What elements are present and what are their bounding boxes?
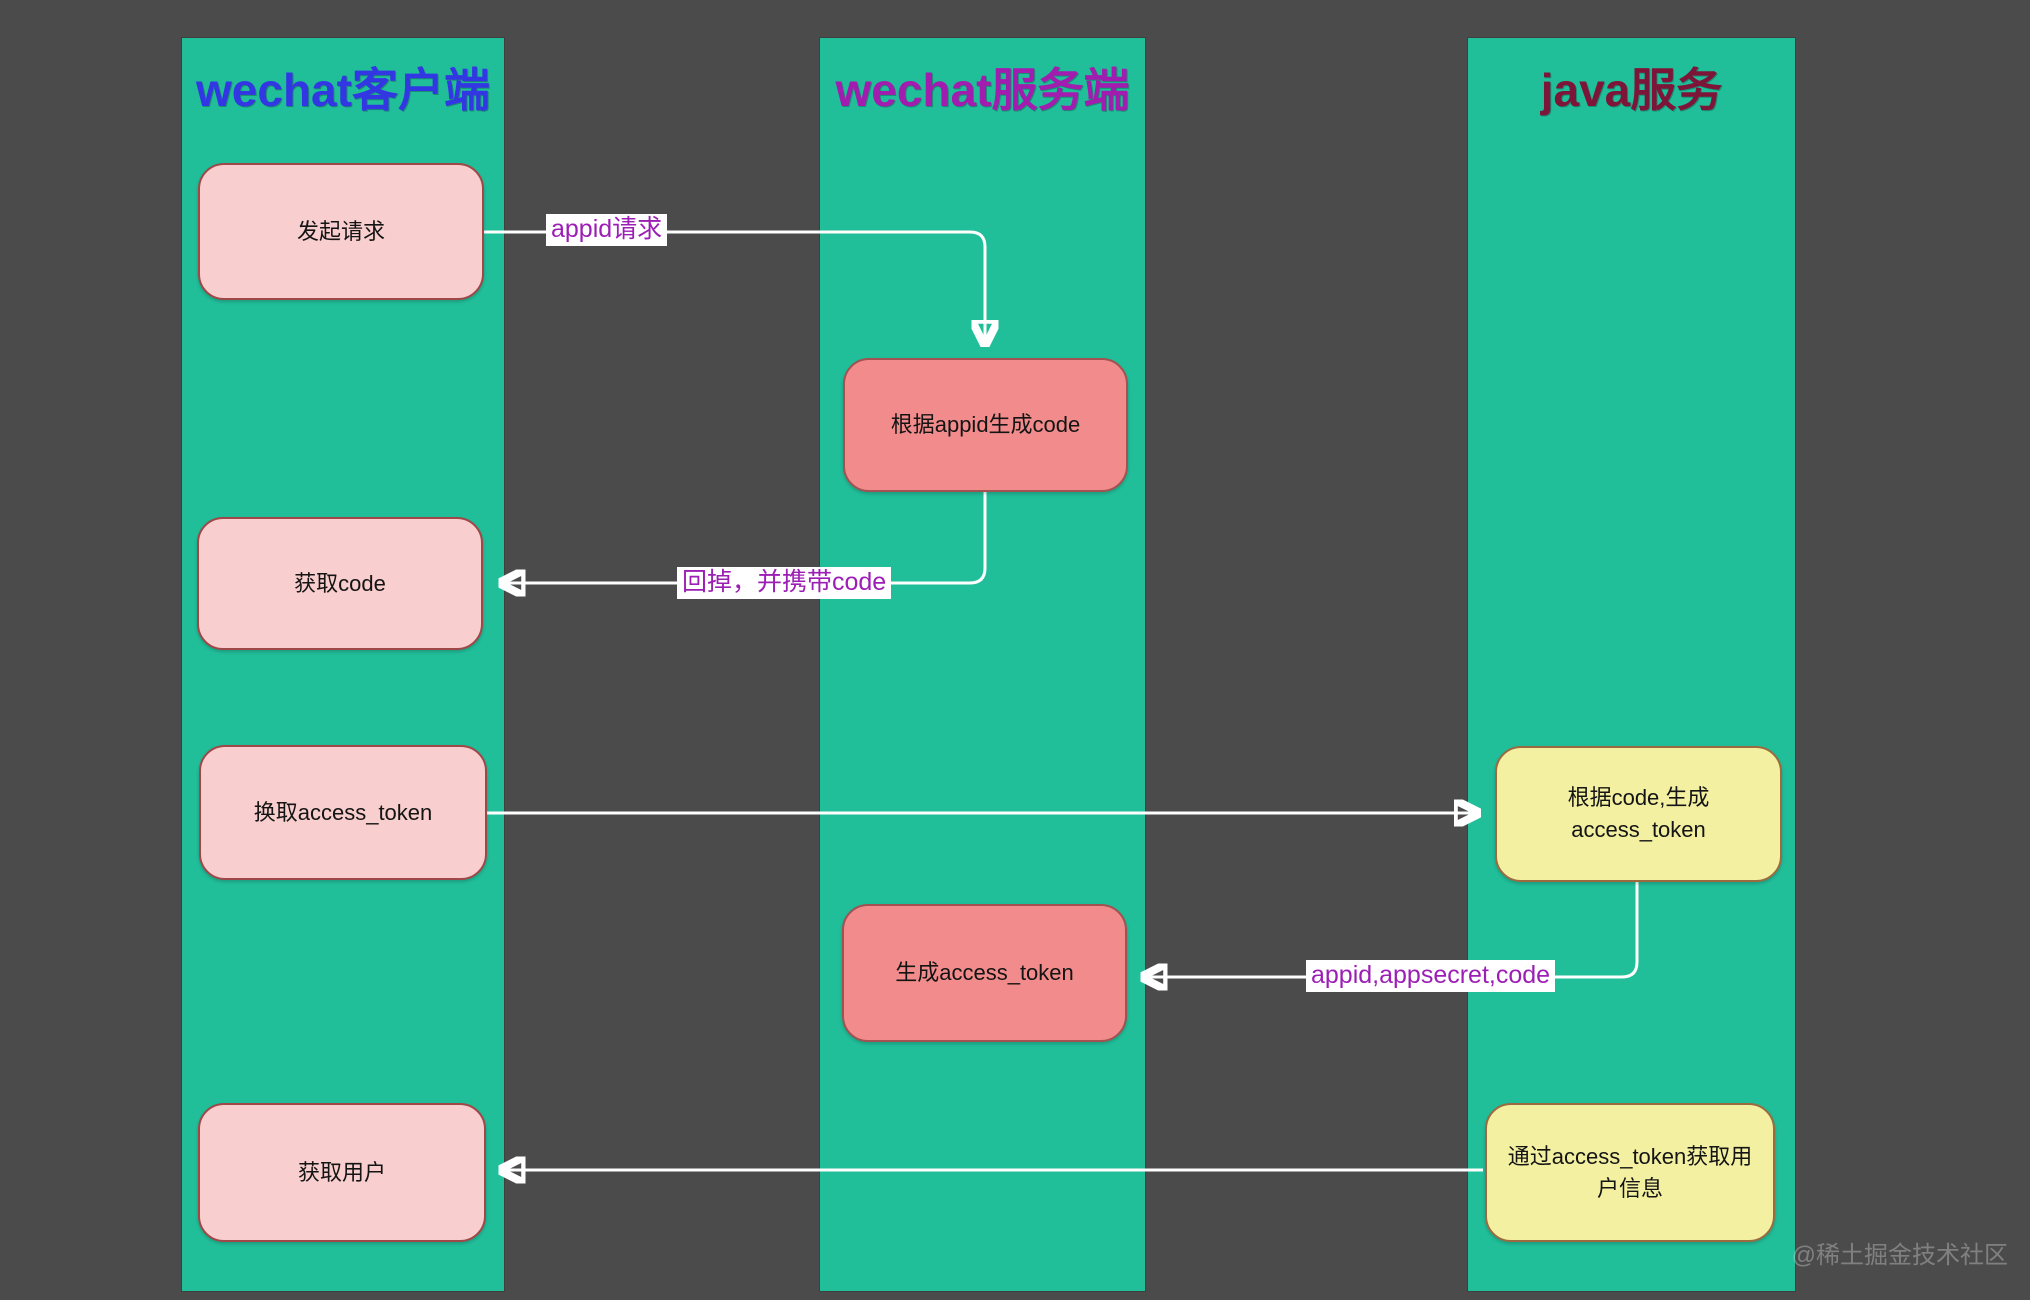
node-gen-access-token: 生成access_token (842, 904, 1127, 1042)
node-get-user-info-by-token: 通过access_token获取用户信息 (1485, 1103, 1775, 1242)
edge-label-callback-with-code: 回掉，并携带code (677, 567, 892, 599)
node-get-user-info-by-token-label: 通过access_token获取用户信息 (1507, 1143, 1753, 1201)
lane-title-wechat-client: wechat客户端 (196, 64, 490, 116)
lane-wechat-server: wechat服务端 (820, 38, 1145, 1291)
node-gen-access-token-label: 生成access_token (895, 960, 1074, 986)
node-get-code: 获取code (197, 517, 483, 650)
node-initiate-request: 发起请求 (198, 163, 484, 300)
node-get-code-label: 获取code (294, 570, 386, 596)
node-gen-access-token-by-code-label: 根据code,生成access_token (1567, 785, 1710, 842)
edge-label-appid-appsecret-code: appid,appsecret,code (1306, 960, 1556, 992)
watermark: @稀土掘金技术社区 (1791, 1242, 2008, 1269)
edge-label-appid-request: appid请求 (546, 214, 668, 246)
node-gen-code-by-appid: 根据appid生成code (843, 358, 1128, 492)
node-get-user-label: 获取用户 (297, 1159, 386, 1185)
node-get-user: 获取用户 (198, 1103, 486, 1242)
node-gen-code-by-appid-label: 根据appid生成code (890, 412, 1081, 438)
node-gen-access-token-by-code: 根据code,生成access_token (1495, 746, 1782, 882)
node-initiate-request-label: 发起请求 (296, 218, 385, 244)
lane-java-service: java服务 (1468, 38, 1795, 1291)
lane-title-java-service: java服务 (1540, 64, 1723, 116)
node-exchange-access-token: 换取access_token (199, 745, 487, 880)
node-exchange-access-token-label: 换取access_token (253, 799, 433, 825)
lane-title-wechat-server: wechat服务端 (835, 64, 1130, 116)
